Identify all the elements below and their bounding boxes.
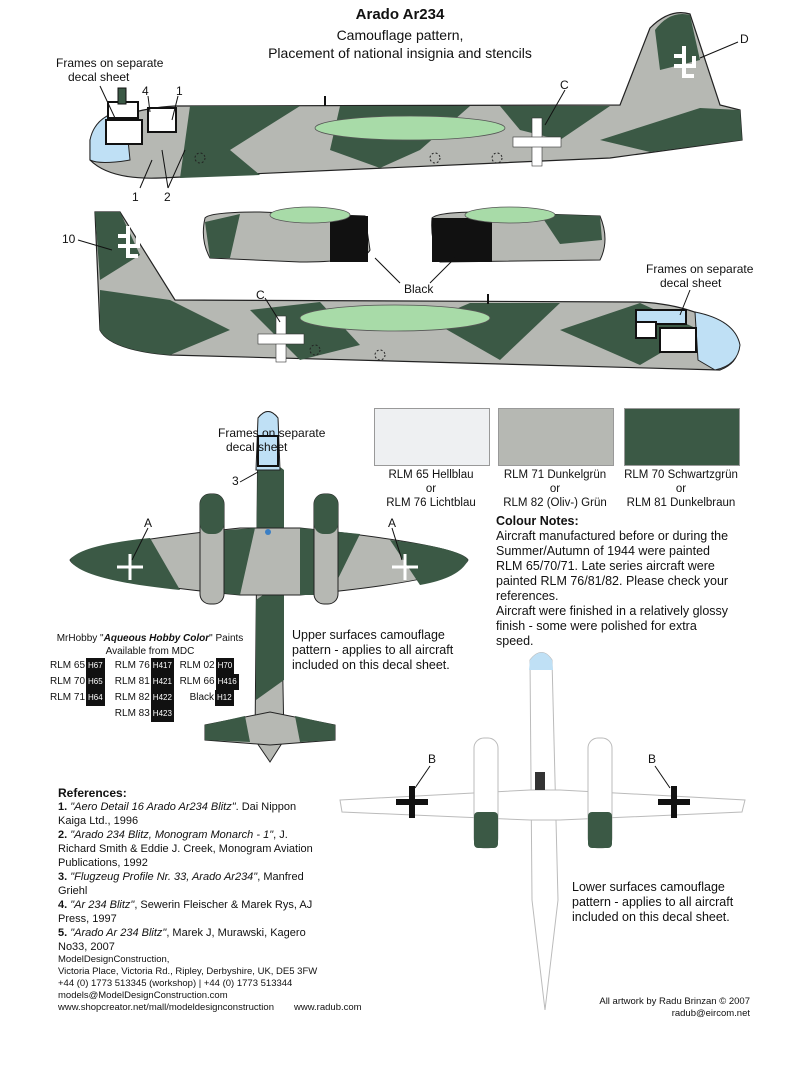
reference-5: 5. "Arado Ar 234 Blitz", Marek J, Muraws… — [58, 927, 306, 939]
frames-callout-1b: decal sheet — [68, 70, 130, 84]
mdc-paints-heading: MrHobby "Aqueous Hobby Color" Paints Ava… — [56, 633, 244, 657]
callout-1-bottom: 1 — [132, 190, 139, 204]
callout-1-top: 1 — [176, 84, 183, 98]
callout-10: 10 — [62, 232, 76, 246]
swatch-rlm71 — [498, 408, 614, 466]
colour-notes: Colour Notes: Aircraft manufactured befo… — [496, 514, 729, 648]
black-label: Black — [404, 282, 434, 296]
artwork-credit: All artwork by Radu Brinzan © 2007 radub… — [599, 996, 750, 1019]
callout-3: 3 — [232, 474, 239, 488]
upper-surfaces-note: Upper surfaces camouflage pattern - appl… — [292, 628, 454, 672]
callout-4: 4 — [142, 84, 149, 98]
references: References: 1. "Aero Detail 16 Arado Ar2… — [58, 786, 338, 954]
frames-callout-3b: decal sheet — [226, 440, 288, 454]
lower-surfaces-note: Lower surfaces camouflage pattern - appl… — [572, 880, 734, 924]
callout-B-right: B — [648, 752, 657, 766]
callout-C-top: C — [560, 78, 569, 92]
swatch-rlm65 — [374, 408, 490, 466]
mdc-address: ModelDesignConstruction, Victoria Place,… — [58, 954, 362, 1013]
page-title: Arado Ar234 — [355, 6, 445, 23]
colour-notes-heading: Colour Notes: — [496, 514, 579, 528]
reference-3: 3. "Flugzeug Profile Nr. 33, Arado Ar234… — [58, 871, 304, 883]
callout-B-left: B — [428, 752, 437, 766]
callout-A-right: A — [388, 516, 397, 530]
callout-C-lower: C — [256, 288, 265, 302]
frames-callout-3a: Frames on separate — [218, 426, 326, 440]
frames-callout-2b: decal sheet — [660, 276, 722, 290]
references-heading: References: — [58, 786, 127, 800]
reference-4: 4. "Ar 234 Blitz", Sewerin Fleischer & M… — [58, 899, 313, 911]
callout-A-left: A — [144, 516, 153, 530]
frames-callout-2a: Frames on separate — [646, 262, 754, 276]
subtitle-line1: Camouflage pattern, — [336, 27, 464, 43]
frames-callout-1a: Frames on separate — [56, 56, 164, 70]
swatch-rlm70 — [624, 408, 740, 466]
reference-2: 2. "Arado 234 Blitz, Monogram Monarch - … — [58, 829, 288, 841]
callout-D: D — [740, 32, 749, 46]
radub-website-link[interactable]: www.radub.com — [293, 1002, 362, 1013]
subtitle-line2: Placement of national insignia and stenc… — [268, 45, 532, 61]
callout-2: 2 — [164, 190, 171, 204]
reference-1: 1. "Aero Detail 16 Arado Ar234 Blitz". D… — [58, 801, 297, 813]
